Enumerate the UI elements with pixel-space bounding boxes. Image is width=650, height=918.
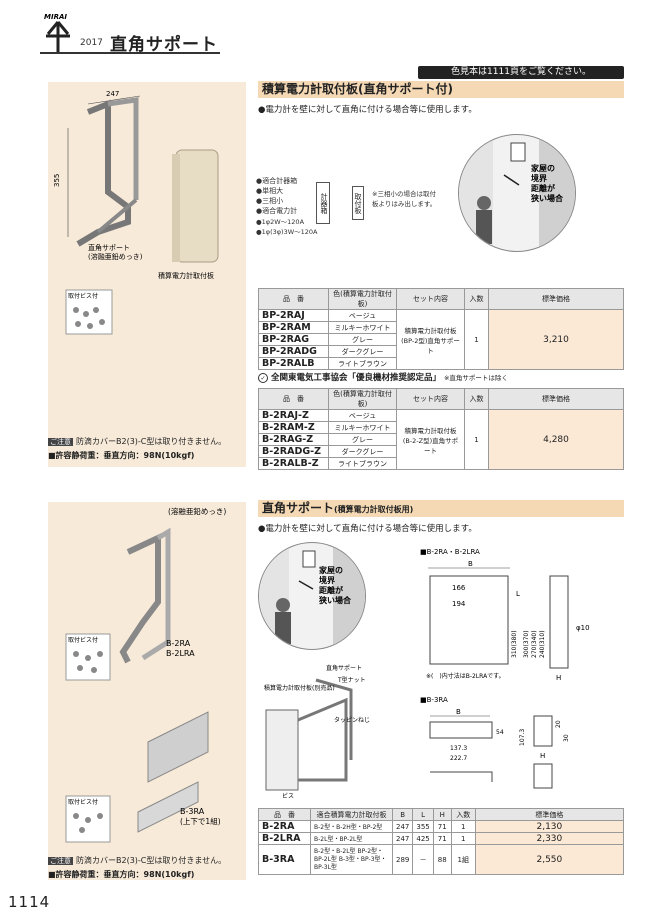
svg-text:積算電力計取付板(別売品): 積算電力計取付板(別売品): [264, 684, 335, 692]
svg-text:355: 355: [53, 174, 61, 187]
svg-text:B-3RA: B-3RA: [180, 807, 205, 816]
section2-caution: ご注意防滴カバーB2(3)-C型は取り付きません。: [48, 856, 227, 865]
svg-text:家屋の: 家屋の: [319, 565, 343, 575]
svg-text:B-2RA: B-2RA: [166, 639, 191, 648]
table-row: BP-2RAJ ベージュ 積算電力計取付板(BP-2型)直角サポート 1 3,2…: [258, 309, 624, 370]
certification-icon: ✓: [258, 373, 268, 383]
svg-text:直角サポート: 直角サポート: [88, 243, 130, 252]
section2-load-rating: ■許容静荷重：垂直方向：98N(10kgf): [48, 870, 195, 879]
svg-text:(溶融亜鉛めっき): (溶融亜鉛めっき): [88, 252, 143, 261]
header-rule: [40, 52, 220, 54]
section2-description: ●電力計を壁に対して直角に付ける場合等に使用します。: [258, 524, 477, 534]
section2-title: 直角サポート(積算電力計取付板用): [258, 500, 624, 517]
svg-text:194: 194: [452, 600, 466, 608]
svg-text:240(310): 240(310): [539, 630, 546, 658]
table-header-row: 品 番 適合積算電力計取付板 B L H 入数 標準価格: [258, 808, 625, 821]
compatibility-list: ●適合計器箱 ●単相大 ●三相小 ●適合電力計 ●1φ2W〜120A ●1φ(3…: [256, 177, 318, 236]
svg-text:距離が: 距離が: [531, 183, 556, 193]
section1-spec-table: 品 番 色(積算電力計取付板) セット内容 入数 標準価格 BP-2RAJ ベー…: [258, 288, 624, 370]
table-row: B-2RAJ-Z ベージュ 積算電力計取付板(B-2-Z型)直角サポート 1 4…: [258, 409, 624, 470]
svg-text:B-2LRA: B-2LRA: [166, 649, 195, 658]
assembly-diagram: 積算電力計取付板(別売品) 直角サポート T型ナット タッピンねじ ビス: [264, 664, 370, 800]
catalog-year: 2017: [80, 38, 103, 48]
product-image-panel-2: (溶融亜鉛めっき) 取付ビス付 B-2RA B-2LRA 取付ビス付 B-3RA…: [48, 502, 246, 880]
page-number: 1114: [8, 893, 51, 911]
svg-text:※( )内寸法はB-2LRAです。: ※( )内寸法はB-2LRAです。: [426, 672, 505, 680]
svg-text:MIRAI: MIRAI: [44, 13, 67, 21]
svg-text:狭い場合: 狭い場合: [530, 193, 564, 203]
table-row: B-2RA B-2型・B-2H型・BP-2型 247 355 71 1 2,13…: [258, 820, 625, 833]
svg-text:距離が: 距離が: [319, 585, 344, 595]
section1-title: 積算電力計取付板(直角サポート付): [258, 81, 624, 98]
svg-text:φ10: φ10: [576, 624, 590, 632]
section2-spec-table: 品 番 適合積算電力計取付板 B L H 入数 標準価格 B-2RA B-2型・…: [258, 808, 625, 875]
svg-text:取付ビス付: 取付ビス付: [68, 292, 98, 300]
table-header-row: 品 番 色(積算電力計取付板) セット内容 入数 標準価格: [258, 288, 624, 310]
installation-scene-2: 家屋の 境界 距離が 狭い場合: [258, 542, 366, 650]
three-phase-note: ※三相小の場合は取付板よりはみ出します。: [372, 190, 437, 208]
meter-box-diagram: 計器箱: [316, 182, 330, 224]
bracket-board-illustration: 247 355 直角サポート (溶融亜鉛めっき) 積算電力計取付板 取付ビス付: [53, 90, 219, 335]
color-sample-reference: 色見本は1111頁をご覧ください。: [418, 66, 624, 79]
section1-z-spec-table: 品 番 色(積算電力計取付板) セット内容 入数 標準価格 B-2RAJ-Z ベ…: [258, 388, 624, 470]
svg-text:境界: 境界: [319, 575, 336, 585]
svg-text:310(380): 310(380): [511, 630, 518, 658]
bracket-illustration-2: (溶融亜鉛めっき) 取付ビス付 B-2RA B-2LRA 取付ビス付 B-3RA…: [65, 506, 226, 843]
installation-scene-1: 家屋の 境界 距離が 狭い場合: [458, 134, 576, 252]
dimension-drawing-b2ra: ■B-2RA・B-2LRA B 166 194 L 310(380) 300(3…: [420, 548, 590, 682]
svg-text:20: 20: [555, 720, 562, 728]
product-image-panel-1: 247 355 直角サポート (溶融亜鉛めっき) 積算電力計取付板 取付ビス付: [48, 82, 246, 467]
svg-text:■B-2RA・B-2LRA: ■B-2RA・B-2LRA: [420, 548, 480, 556]
svg-text:家屋の: 家屋の: [531, 163, 555, 173]
certification-heading: ✓ 全関東電気工事協会「優良機材推奨認定品」 ※直角サポートは除く: [258, 371, 508, 383]
mount-board-diagram: 取付板: [352, 186, 364, 220]
svg-text:取付ビス付: 取付ビス付: [68, 798, 98, 806]
section1-load-rating: ■許容静荷重：垂直方向：98N(10kgf): [48, 451, 195, 460]
svg-text:30: 30: [563, 734, 570, 742]
section1-caution: ご注意防滴カバーB2(3)-C型は取り付きません。: [48, 437, 227, 446]
svg-text:107.3: 107.3: [519, 729, 526, 746]
svg-text:タッピンねじ: タッピンねじ: [334, 716, 370, 724]
dimension-drawing-b3ra: ■B-3RA B 54 137.3 222.7 107.3 20 30 H: [420, 696, 570, 789]
svg-text:247: 247: [106, 90, 119, 98]
svg-text:H: H: [540, 752, 545, 760]
table-row: B-2LRA B-2L型・BP-2L型 247 425 71 1 2,330: [258, 832, 625, 845]
svg-text:300(370): 300(370): [523, 630, 530, 658]
svg-text:境界: 境界: [531, 173, 548, 183]
svg-text:■B-3RA: ■B-3RA: [420, 696, 448, 704]
svg-text:B: B: [468, 560, 473, 568]
svg-text:(上下で1組): (上下で1組): [180, 816, 221, 826]
svg-text:166: 166: [452, 584, 466, 592]
svg-text:B: B: [456, 708, 461, 716]
brand-logo: MIRAI: [40, 10, 76, 54]
table-header-row: 品 番 色(積算電力計取付板) セット内容 入数 標準価格: [258, 388, 624, 410]
section1-description: ●電力計を壁に対して直角に付ける場合等に使用します。: [258, 105, 477, 115]
svg-text:積算電力計取付板: 積算電力計取付板: [158, 271, 214, 280]
svg-text:(溶融亜鉛めっき): (溶融亜鉛めっき): [168, 506, 226, 516]
svg-text:137.3: 137.3: [450, 745, 467, 752]
svg-text:取付ビス付: 取付ビス付: [68, 636, 98, 644]
svg-text:L: L: [516, 590, 520, 598]
svg-text:ビス: ビス: [282, 792, 294, 800]
svg-text:T型ナット: T型ナット: [337, 676, 366, 684]
svg-text:直角サポート: 直角サポート: [326, 664, 362, 672]
svg-text:222.7: 222.7: [450, 755, 467, 762]
svg-text:54: 54: [496, 729, 504, 736]
table-row: B-3RA B-2型・B-2L型 BP-2型・BP-2L型 B-3型・BP-3型…: [258, 844, 625, 875]
svg-text:270(340): 270(340): [531, 630, 538, 658]
svg-text:H: H: [556, 674, 561, 682]
page-title: 直角サポート: [110, 35, 218, 55]
svg-text:狭い場合: 狭い場合: [318, 595, 352, 605]
